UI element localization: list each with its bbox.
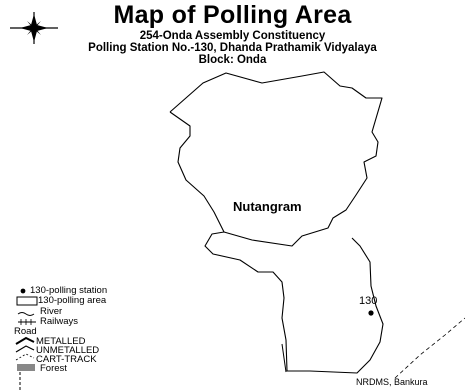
legend-polling-area: 130-polling area: [38, 295, 107, 306]
legend-forest: Forest: [40, 363, 67, 374]
legend-railways: Railways: [40, 316, 79, 327]
legend-symbols: [15, 288, 38, 391]
legend-river: River: [40, 306, 63, 317]
compass-rose-icon: [10, 12, 58, 44]
legend-metalled: METALLED: [36, 336, 86, 347]
polling-station-heading: Polling Station No.-130, Dhanda Prathami…: [88, 42, 377, 54]
legend-cart-track-line: [15, 353, 35, 361]
legend-polling-station: 130-polling station: [30, 285, 108, 296]
credit-label: NRDMS, Bankura: [356, 377, 428, 387]
polling-station-marker: [368, 310, 374, 316]
place-label-nutangram: Nutangram: [233, 199, 302, 214]
legend-river-line: [17, 312, 35, 316]
block-label: Block: Onda: [198, 54, 267, 66]
legend-metalled-line: [15, 336, 35, 345]
legend-road-heading: Road: [14, 326, 37, 337]
legend-area-box: [16, 296, 38, 306]
map-title: Map of Polling Area: [113, 1, 352, 29]
constituency-label: 254-Onda Assembly Constituency: [139, 30, 326, 42]
cart-track-line: [394, 317, 465, 379]
legend-forest-swatch: [17, 364, 35, 371]
legend-cart-track: CART-TRACK: [36, 354, 97, 365]
legend-unmetalled: UNMETALLED: [36, 345, 100, 356]
legend-station-dot: [20, 288, 26, 294]
polling-area-boundary-west: [169, 111, 225, 233]
legend-unmetalled-line: [15, 345, 35, 353]
polling-station-number-label: 130: [359, 295, 378, 307]
road-line: [281, 343, 287, 373]
legend-railway-ticks: [20, 319, 32, 325]
polling-area-boundary: [169, 71, 384, 374]
